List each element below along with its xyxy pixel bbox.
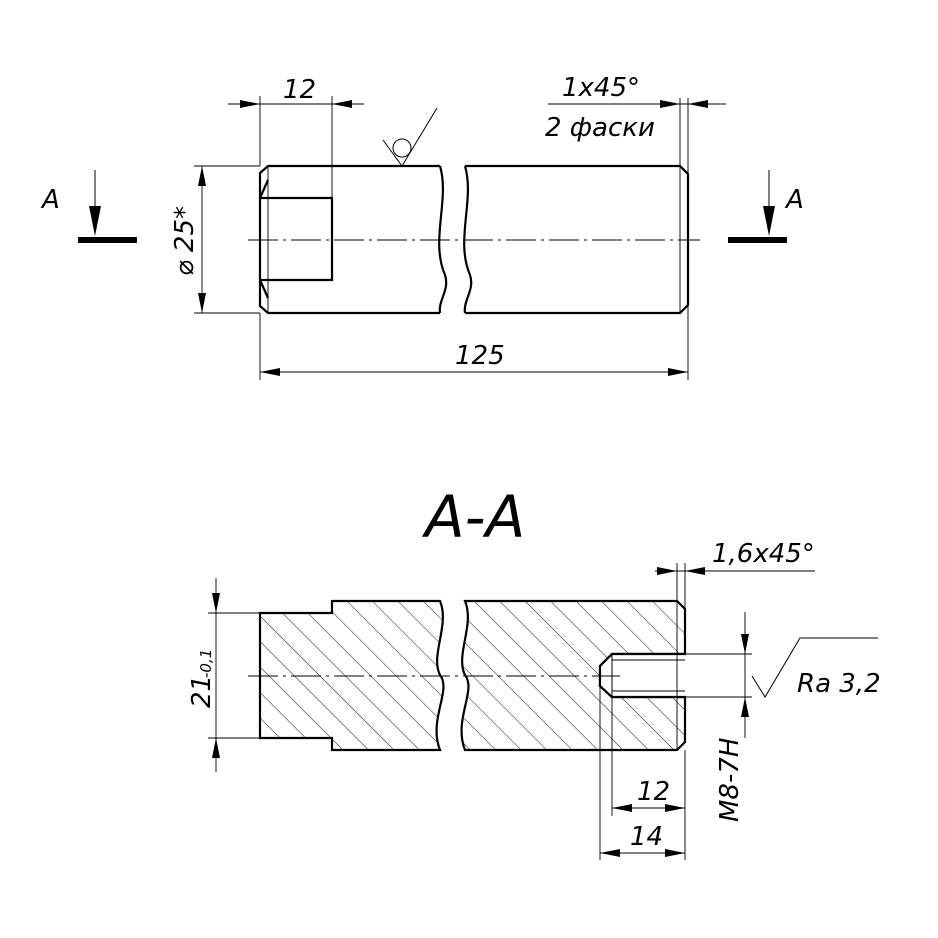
dim-chamfer-section-text: 1,6x45° xyxy=(712,539,815,569)
section-title: A-A xyxy=(421,483,525,551)
dim-overall-length: 125 xyxy=(259,305,689,380)
dim-thread-text: M8-7H xyxy=(715,738,745,822)
section-label-left: A xyxy=(40,185,60,215)
dim-thread: M8-7H xyxy=(685,612,752,822)
dim-overall-length-text: 125 xyxy=(455,341,505,371)
break-line-right xyxy=(463,165,473,314)
dim-diameter-text: ⌀ 25* xyxy=(170,206,200,276)
section-marker-left: A xyxy=(40,170,137,243)
dim-chamfer-section: 1,6x45° xyxy=(655,539,815,609)
dim-chamfer-top-text: 1x45° xyxy=(562,73,640,103)
dim-height-text: 21 xyxy=(187,675,217,708)
part-outline-left xyxy=(258,164,440,315)
dim-hole-depth-text: 14 xyxy=(630,822,663,852)
dim-chamfer-top: 1x45° 2 фаски xyxy=(545,73,726,174)
dim-head-length-text: 12 xyxy=(283,75,316,105)
dim-thread-depth-text: 12 xyxy=(637,777,670,807)
main-view: A A 12 1x45° 2 фаски xyxy=(40,73,804,380)
dim-height-tolerance: -0,1 xyxy=(197,649,215,678)
dim-hole-depth: 14 xyxy=(599,686,685,860)
dim-height: 21 -0,1 xyxy=(187,578,260,772)
section-body-left xyxy=(258,599,445,752)
dim-head-length: 12 xyxy=(228,75,364,198)
hex-flat xyxy=(258,179,334,299)
dim-chamfer-count-text: 2 фаски xyxy=(545,113,655,143)
roughness-sign-top xyxy=(382,107,438,167)
section-view: A-A 21 -0,1 1,6x45° xyxy=(187,483,881,860)
break-line-left xyxy=(438,165,448,314)
dim-thread-depth: 12 xyxy=(611,697,686,860)
section-label-right: A xyxy=(784,185,804,215)
section-marker-right: A xyxy=(728,170,804,243)
roughness-value: Ra 3,2 xyxy=(797,669,881,699)
roughness-sign-section: Ra 3,2 xyxy=(751,637,881,699)
dim-diameter: ⌀ 25* xyxy=(170,165,260,314)
part-outline-right xyxy=(465,164,690,315)
